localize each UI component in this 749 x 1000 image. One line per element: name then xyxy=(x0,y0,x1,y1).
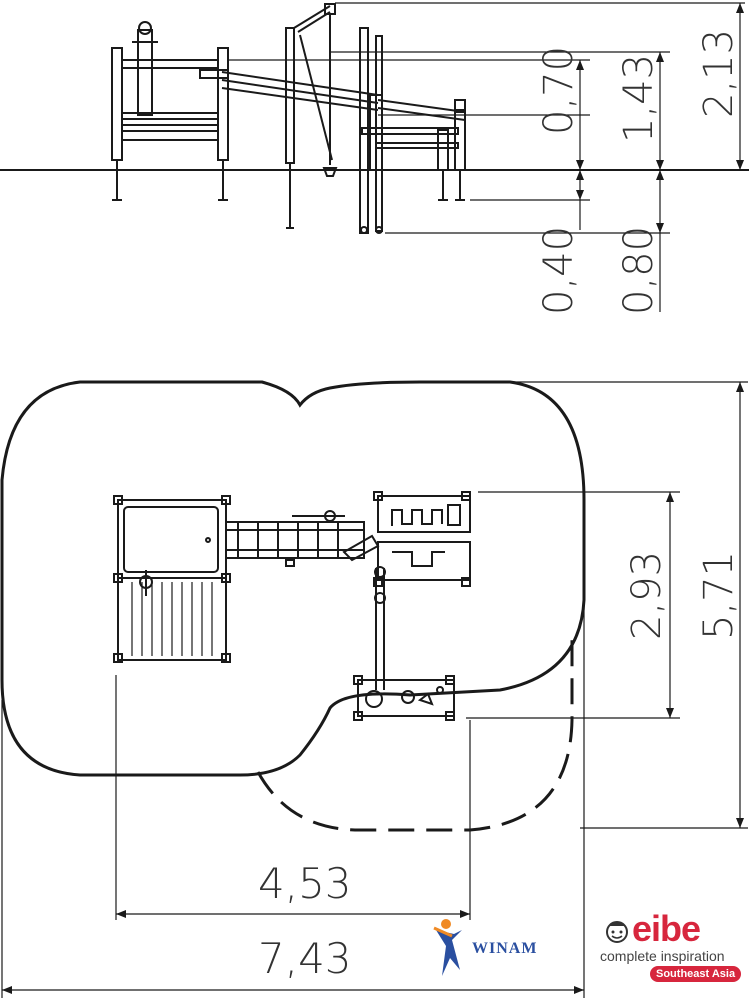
dim-0-80: 0,80 xyxy=(616,226,662,315)
dim-5-71: 5,71 xyxy=(696,551,742,640)
plan-tower xyxy=(113,495,231,663)
elevation-view: 0,70 1,43 2,13 0,40 0,80 xyxy=(0,2,749,315)
eibe-logo: eibe complete inspiration Southeast Asia xyxy=(600,908,742,990)
plan-right-boxes xyxy=(373,491,471,587)
elevation-dimensions: 0,70 1,43 2,13 0,40 0,80 xyxy=(228,2,745,315)
dim-0-40: 0,40 xyxy=(536,226,582,315)
plan-bottom-panel xyxy=(353,566,455,721)
dim-2-93: 2,93 xyxy=(624,551,670,640)
plan-bridge xyxy=(225,510,380,567)
eibe-face-icon xyxy=(606,921,628,943)
dim-7-43: 7,43 xyxy=(258,934,352,983)
platform-right xyxy=(361,94,466,201)
eibe-tagline: complete inspiration xyxy=(600,948,725,964)
winam-wordmark: WINAM xyxy=(472,940,538,957)
bridge xyxy=(221,71,466,121)
dim-4-53: 4,53 xyxy=(258,859,352,908)
winam-figure-icon xyxy=(433,919,462,976)
safety-area-outline xyxy=(0,380,586,777)
winam-logo: WINAM xyxy=(432,910,572,980)
eibe-region-badge: Southeast Asia xyxy=(650,966,742,982)
dim-0-70: 0,70 xyxy=(536,46,582,135)
swing-frame xyxy=(285,3,383,234)
plan-view: 2,93 5,71 4,53 7,43 xyxy=(0,380,748,998)
safety-area-dashed xyxy=(256,640,574,832)
dim-2-13: 2,13 xyxy=(696,29,742,118)
plan-dimensions: 2,93 5,71 4,53 7,43 xyxy=(1,381,748,998)
tower-left xyxy=(111,21,229,201)
dim-1-43: 1,43 xyxy=(616,54,662,143)
eibe-wordmark: eibe xyxy=(632,908,701,949)
